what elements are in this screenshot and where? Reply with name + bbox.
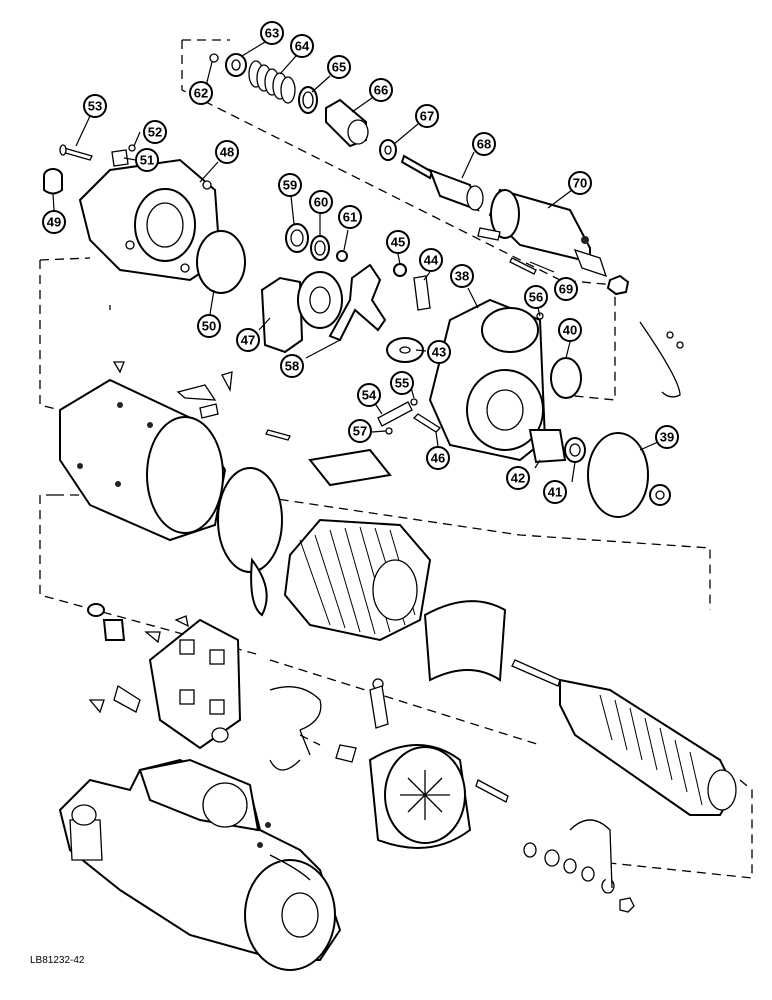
callout-label: 39: [660, 430, 674, 445]
callout-54: 54: [357, 383, 381, 407]
callout-57: 57: [348, 419, 372, 443]
callout-58: 58: [280, 354, 304, 378]
callout-label: 68: [477, 137, 491, 152]
callout-41: 41: [543, 480, 567, 504]
callout-65: 65: [327, 55, 351, 79]
callout-52: 52: [143, 120, 167, 144]
callout-label: 41: [548, 485, 562, 500]
callout-label: 62: [194, 86, 208, 101]
callout-label: 47: [241, 333, 255, 348]
callouts: 62 63 64 65 66 67 68 70 53 52 51 48 49 5…: [42, 21, 679, 504]
callout-label: 69: [559, 282, 573, 297]
callout-label: 43: [432, 345, 446, 360]
figure-code: LB81232-42: [30, 955, 85, 966]
callout-63: 63: [260, 21, 284, 45]
leader-lines: [52, 41, 659, 483]
callout-53: 53: [83, 94, 107, 118]
callout-38: 38: [450, 264, 474, 288]
callout-50: 50: [197, 314, 221, 338]
callout-label: 38: [455, 269, 469, 284]
callout-label: 50: [202, 319, 216, 334]
callout-label: 58: [285, 359, 299, 374]
callout-64: 64: [290, 34, 314, 58]
field-frame-parts: [59, 361, 392, 573]
callout-label: 63: [265, 26, 279, 41]
callout-label: 61: [343, 210, 357, 225]
callout-39: 39: [655, 425, 679, 449]
callout-label: 65: [332, 60, 346, 75]
callout-label: 40: [563, 323, 577, 338]
callout-60: 60: [309, 190, 333, 214]
callout-label: 46: [431, 451, 445, 466]
callout-label: 60: [314, 195, 328, 210]
callout-55: 55: [390, 371, 414, 395]
callout-label: 57: [353, 424, 367, 439]
callout-67: 67: [415, 104, 439, 128]
callout-66: 66: [369, 78, 393, 102]
callout-label: 44: [424, 253, 439, 268]
callout-48: 48: [215, 140, 239, 164]
callout-49: 49: [42, 210, 66, 234]
callout-label: 56: [529, 290, 543, 305]
callout-46: 46: [426, 446, 450, 470]
callout-label: 53: [88, 99, 102, 114]
callout-label: 52: [148, 125, 162, 140]
callout-62: 62: [189, 81, 213, 105]
callout-61: 61: [338, 205, 362, 229]
callout-label: 66: [374, 83, 388, 98]
callout-label: 59: [283, 178, 297, 193]
callout-43: 43: [427, 340, 451, 364]
callout-label: 49: [47, 215, 61, 230]
callout-45: 45: [386, 230, 410, 254]
callout-51: 51: [135, 148, 159, 172]
callout-59: 59: [278, 173, 302, 197]
callout-label: 42: [511, 471, 525, 486]
callout-label: 70: [573, 176, 587, 191]
field-coils-armature: [250, 518, 737, 816]
callout-70: 70: [568, 171, 592, 195]
callout-label: 51: [140, 153, 154, 168]
callout-label: 45: [391, 235, 405, 250]
callout-47: 47: [236, 328, 260, 352]
callout-68: 68: [472, 132, 496, 156]
callout-label: 55: [395, 376, 409, 391]
callout-40: 40: [558, 318, 582, 342]
commutator-end-parts: [87, 603, 635, 913]
callout-44: 44: [419, 248, 443, 272]
callout-label: 67: [420, 109, 434, 124]
callout-label: 64: [295, 39, 310, 54]
drive-end-parts: [43, 144, 671, 518]
callout-label: 48: [220, 145, 234, 160]
assembled-starter: [58, 758, 342, 971]
callout-42: 42: [506, 466, 530, 490]
callout-label: 54: [362, 388, 377, 403]
solenoid-parts: [209, 53, 684, 398]
callout-69: 69: [554, 277, 578, 301]
callout-56: 56: [524, 285, 548, 309]
